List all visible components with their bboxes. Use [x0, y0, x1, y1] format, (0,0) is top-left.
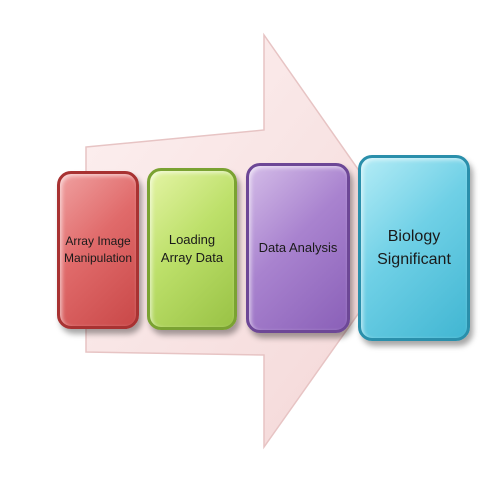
step-box-array-image-manipulation: Array Image Manipulation — [57, 171, 139, 329]
step-label: Biology Significant — [377, 228, 451, 268]
step-box-loading-array-data: Loading Array Data — [147, 168, 237, 330]
step-label: Loading Array Data — [160, 232, 224, 265]
step-box-biology-significant: Biology Significant — [358, 155, 470, 341]
step-label: Array Image Manipulation — [63, 234, 133, 265]
step-box-data-analysis: Data Analysis — [246, 163, 350, 333]
step-label: Data Analysis — [258, 240, 338, 255]
